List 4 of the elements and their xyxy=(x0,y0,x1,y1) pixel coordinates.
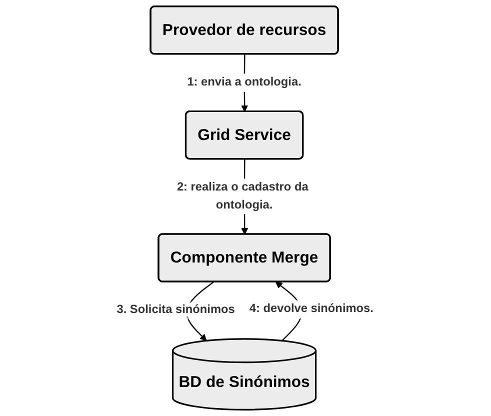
edge-label: 4: devolve sinónimos. xyxy=(250,302,374,316)
edge-label: 3. Solicita sinónimos xyxy=(117,302,236,316)
edge-label: 2: realiza o cadastro da ontologia. xyxy=(177,180,309,212)
edge-label: 1: envia a ontologia. xyxy=(188,75,302,89)
